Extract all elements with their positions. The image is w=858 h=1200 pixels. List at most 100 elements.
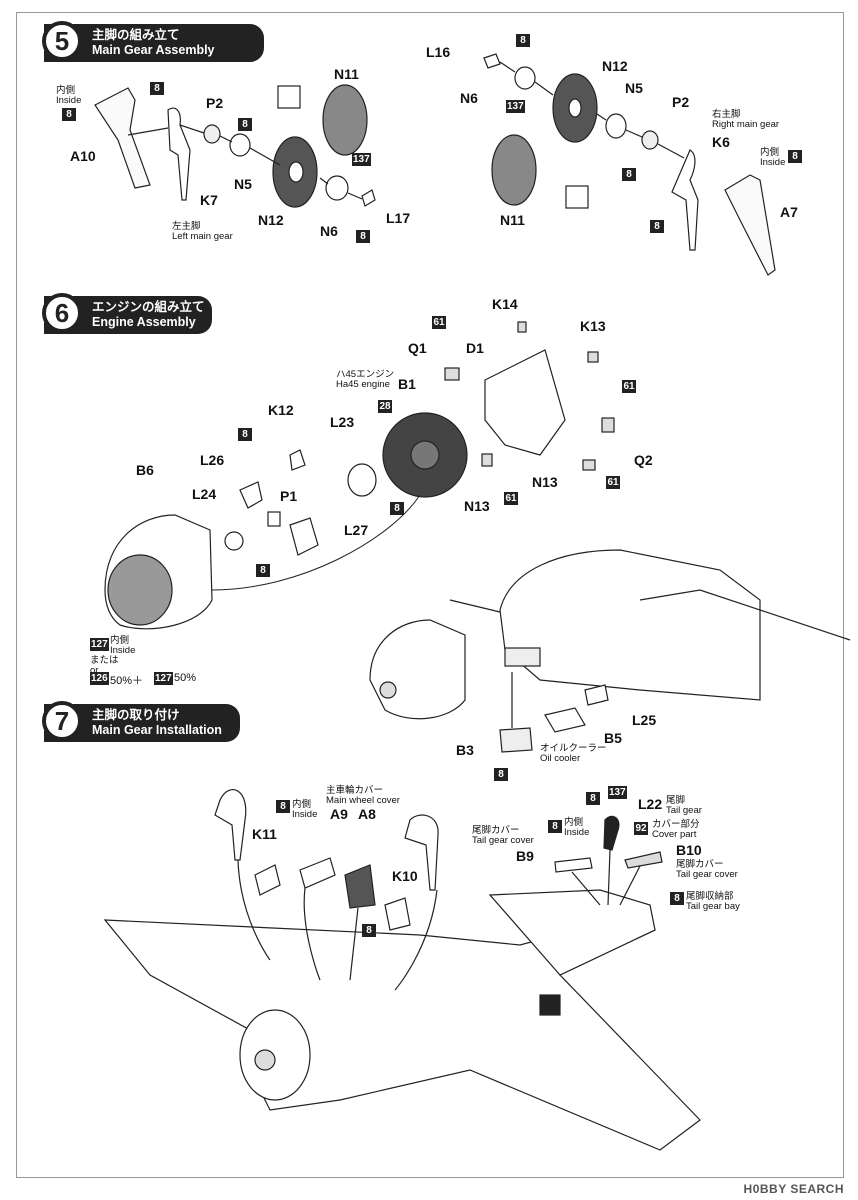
color-box: 8 xyxy=(788,150,802,163)
gear-strut-k7 xyxy=(167,107,191,201)
watermark: H0BBY SEARCH xyxy=(743,1182,844,1196)
part-label: P1 xyxy=(280,488,298,504)
step-5-title-en: Main Gear Assembly xyxy=(92,43,215,57)
part-n6 xyxy=(325,175,349,201)
aircraft-cowling xyxy=(239,1009,311,1101)
color-box: 61 xyxy=(504,492,518,505)
color-box: 127 xyxy=(90,638,109,651)
step-5-number: 5 xyxy=(42,21,82,61)
color-box: 8 xyxy=(276,800,290,813)
color-box: 8 xyxy=(622,168,636,181)
part-label: N6 xyxy=(320,223,338,239)
part-label: L26 xyxy=(200,452,225,468)
step-7-title-jp: 主脚の取り付け xyxy=(92,708,180,722)
part-n5 xyxy=(229,133,251,157)
color-box: 92 xyxy=(634,822,648,835)
part-label: B10 xyxy=(676,842,702,858)
color-box: 137 xyxy=(608,786,627,799)
part-label: N11 xyxy=(500,212,525,228)
wheel-n11-r xyxy=(491,134,537,206)
color-box: 8 xyxy=(150,82,164,95)
color-box: 8 xyxy=(670,892,684,905)
part-label: L27 xyxy=(344,522,369,538)
part-label: A10 xyxy=(70,148,96,164)
color-box: 8 xyxy=(238,428,252,441)
part-q1 xyxy=(444,367,460,381)
page-frame xyxy=(16,12,844,1178)
color-box: 8 xyxy=(362,924,376,937)
part-l17 xyxy=(361,189,376,207)
gear-leg-a10 xyxy=(94,87,151,189)
part-label: N12 xyxy=(258,212,284,228)
color-box: 137 xyxy=(506,100,525,113)
color-box: 126 xyxy=(90,672,109,685)
color-box: 28 xyxy=(378,400,392,413)
part-label: B9 xyxy=(516,848,534,864)
part-label: D1 xyxy=(466,340,484,356)
part-label: K10 xyxy=(392,868,418,884)
color-box: 8 xyxy=(390,502,404,515)
part-label: K13 xyxy=(580,318,606,334)
part-b10 xyxy=(624,851,663,869)
color-box: 61 xyxy=(622,380,636,393)
step-6-number: 6 xyxy=(42,293,82,333)
step-5-title-jp: 主脚の組み立て xyxy=(92,28,180,42)
part-label: Q1 xyxy=(408,340,427,356)
part-label: L25 xyxy=(632,712,657,728)
color-box: 137 xyxy=(352,153,371,166)
gear-leg-a7 xyxy=(724,174,776,276)
color-box: 8 xyxy=(494,768,508,781)
step-6-title-jp: エンジンの組み立て xyxy=(92,300,205,314)
color-box: 8 xyxy=(62,108,76,121)
firewall-d1 xyxy=(484,349,566,456)
color-box: 8 xyxy=(548,820,562,833)
color-box: 8 xyxy=(516,34,530,47)
part-label: K7 xyxy=(200,192,218,208)
oil-cooler-mount xyxy=(504,647,541,667)
part-l22 xyxy=(603,815,620,851)
part-label: N11 xyxy=(334,66,359,82)
part-label: A9 xyxy=(330,806,348,822)
color-box: 8 xyxy=(650,220,664,233)
ring-l23 xyxy=(347,463,377,497)
direction-marker-icon-2 xyxy=(565,185,589,209)
gear-installed-left xyxy=(214,789,247,861)
color-box: 61 xyxy=(432,316,446,329)
gear-strut-k6 xyxy=(671,149,699,251)
part-label: P2 xyxy=(206,95,224,111)
part-label: N5 xyxy=(234,176,252,192)
part-label: P2 xyxy=(672,94,690,110)
step-7-title-en: Main Gear Installation xyxy=(92,723,222,737)
part-p2 xyxy=(203,124,221,144)
wheel-n11 xyxy=(322,84,368,156)
part-q2 xyxy=(601,417,615,433)
part-b5 xyxy=(544,707,586,733)
fuselage-front xyxy=(499,549,761,701)
color-box: 61 xyxy=(606,476,620,489)
glue-marker-icon xyxy=(539,994,561,1016)
part-label: B1 xyxy=(398,376,416,392)
part-label: K6 xyxy=(712,134,730,150)
part-label: K14 xyxy=(492,296,518,312)
mix-ratio-2: 50% xyxy=(174,672,197,684)
color-box: 8 xyxy=(256,564,270,577)
mix-ratio: 50%＋ xyxy=(110,675,144,687)
part-label: L17 xyxy=(386,210,411,226)
part-label: K11 xyxy=(252,826,277,842)
part-label: L24 xyxy=(192,486,217,502)
